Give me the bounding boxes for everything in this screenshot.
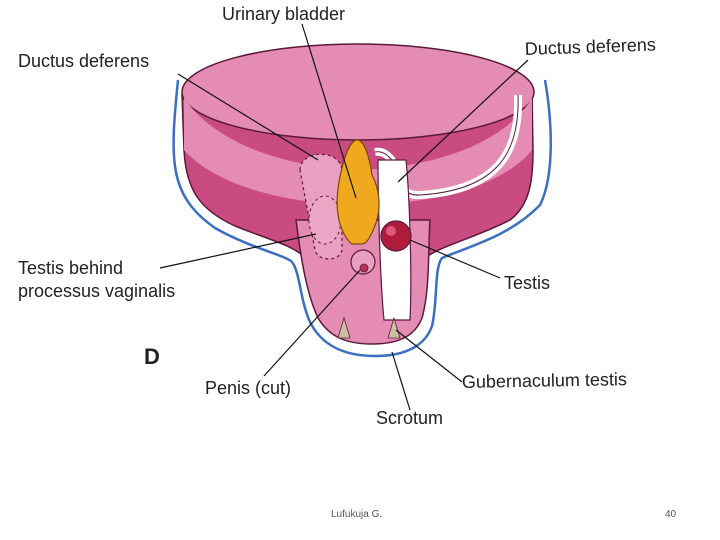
leader-penis [263, 269, 361, 377]
label-penis: Penis (cut) [205, 378, 291, 398]
body-wall-outline [172, 79, 552, 358]
leader-gubernaculum [395, 329, 463, 383]
label-testis-behind-line2: processus vaginalis [18, 281, 175, 301]
leader-urinary-bladder [301, 23, 357, 199]
leader-ductus-deferens-left [177, 73, 319, 161]
testis-right-highlight [386, 226, 396, 236]
footer-author: Lufukuja G. [331, 509, 383, 520]
leader-testis [409, 239, 501, 279]
penis-cut [350, 249, 376, 275]
ductus-deferens-right-tube-edge [374, 94, 519, 196]
label-gubernaculum: Gubernaculum testis [462, 369, 627, 392]
gubernaculum-left [337, 316, 351, 339]
testis-right [380, 220, 412, 252]
label-testis-behind-line1: Testis behind [18, 258, 123, 278]
label-scrotum: Scrotum [376, 408, 443, 428]
label-ductus-deferens-right: Ductus deferens [524, 34, 656, 59]
pelvic-block-top [181, 43, 535, 141]
footer-page-number: 40 [665, 509, 677, 520]
label-ductus-deferens-left: Ductus deferens [18, 51, 149, 71]
urethra [359, 263, 369, 273]
testis-left [308, 195, 342, 245]
leader-lines [159, 23, 529, 411]
leader-testis-behind [159, 233, 317, 269]
panel-letter: D [144, 344, 160, 369]
leader-ductus-deferens-right [397, 59, 529, 183]
label-urinary-bladder: Urinary bladder [222, 4, 345, 24]
leader-scrotum [391, 351, 411, 411]
pelvic-block-top-lower [184, 98, 532, 205]
label-testis: Testis [504, 273, 550, 293]
gubernaculum-right [387, 316, 401, 339]
